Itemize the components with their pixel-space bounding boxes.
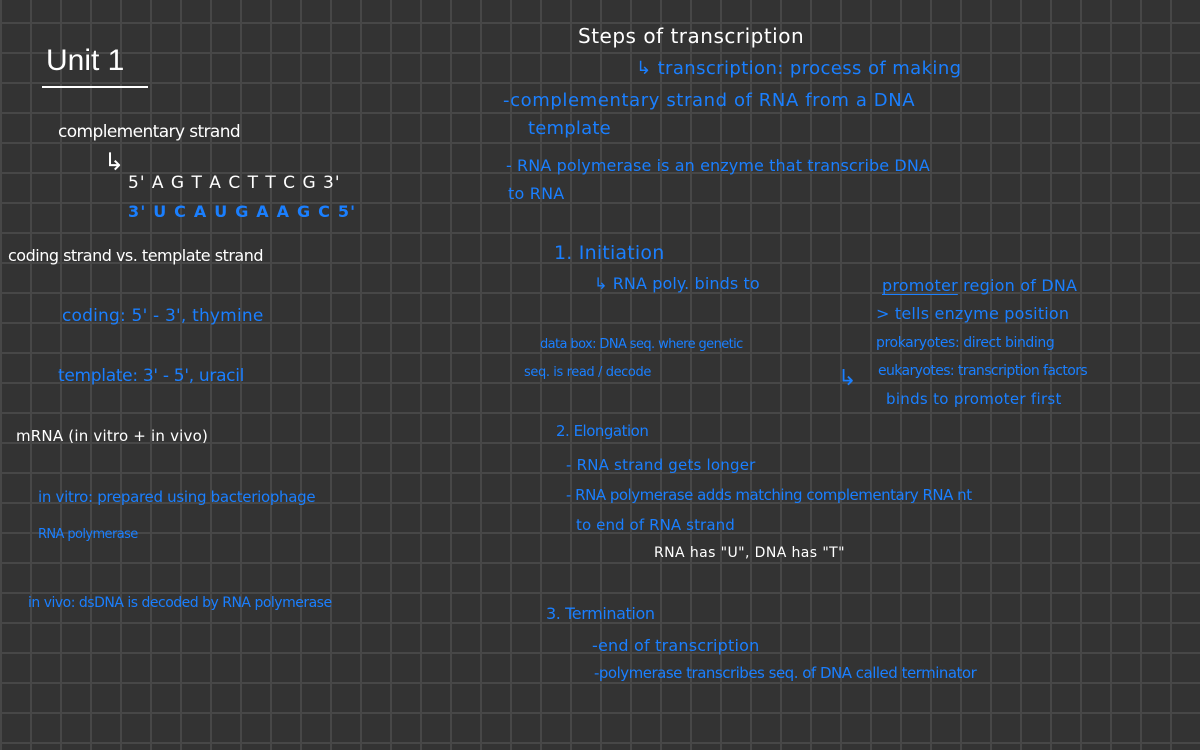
- step-elongation-label: 2. Elongation: [556, 422, 649, 440]
- rna-strand-sequence: 3' U C A U G A A G C 5': [128, 202, 357, 221]
- dna-strand-sequence: 5' A G T A C T T C G 3': [128, 173, 341, 193]
- definition-line-5: to RNA: [508, 184, 565, 203]
- section-title-steps: Steps of transcription: [578, 24, 805, 48]
- arrow-icon: ↳: [104, 148, 125, 176]
- termination-line-2: -polymerase transcribes seq. of DNA call…: [594, 664, 977, 682]
- data-box-note-cont: seq. is read / decode: [524, 365, 651, 380]
- data-box-note: data box: DNA seq. where genetic: [540, 337, 743, 352]
- in-vitro-note: in vitro: prepared using bacteriophage: [38, 488, 316, 506]
- coding-strand-note: coding: 5' - 3', thymine: [62, 306, 264, 326]
- template-strand-note: template: 3' - 5', uracil: [58, 366, 245, 386]
- elongation-line-3: to end of RNA strand: [576, 516, 735, 534]
- definition-line-2: -complementary strand of RNA from a DNA: [503, 90, 916, 111]
- promoter-term: promoter: [882, 276, 958, 295]
- initiation-side-note-1: > tells enzyme position: [876, 304, 1070, 323]
- elongation-note: RNA has "U", DNA has "T": [654, 545, 845, 561]
- complementary-strand-heading: complementary strand: [58, 122, 241, 142]
- in-vivo-note: in vivo: dsDNA is decoded by RNA polymer…: [28, 595, 332, 611]
- initiation-side-note-3: eukaryotes: transcription factors: [878, 363, 1088, 379]
- initiation-line: ↳ RNA poly. binds to: [594, 274, 760, 293]
- mrna-heading: mRNA (in vitro + in vivo): [16, 427, 209, 445]
- initiation-promoter-line: promoter region of DNA: [882, 278, 1077, 294]
- in-vitro-note-cont: RNA polymerase: [38, 527, 138, 542]
- definition-line-3: template: [528, 118, 611, 139]
- elongation-line-2: - RNA polymerase adds matching complemen…: [566, 486, 972, 504]
- elongation-line-1: - RNA strand gets longer: [566, 456, 756, 474]
- termination-line-1: -end of transcription: [592, 636, 760, 655]
- initiation-side-note-4: binds to promoter first: [886, 390, 1062, 408]
- promoter-rest: region of DNA: [957, 276, 1078, 295]
- definition-line-1: ↳ transcription: process of making: [636, 58, 962, 79]
- page-title-unit: Unit 1: [46, 44, 125, 77]
- initiation-side-note-2: prokaryotes: direct binding: [876, 335, 1055, 351]
- arrow-icon: ↳: [838, 366, 857, 391]
- step-termination-label: 3. Termination: [546, 604, 655, 623]
- coding-vs-template-heading: coding strand vs. template strand: [8, 246, 264, 265]
- definition-line-4: - RNA polymerase is an enzyme that trans…: [506, 156, 930, 175]
- title-underline: [42, 86, 148, 88]
- step-initiation-label: 1. Initiation: [554, 242, 665, 264]
